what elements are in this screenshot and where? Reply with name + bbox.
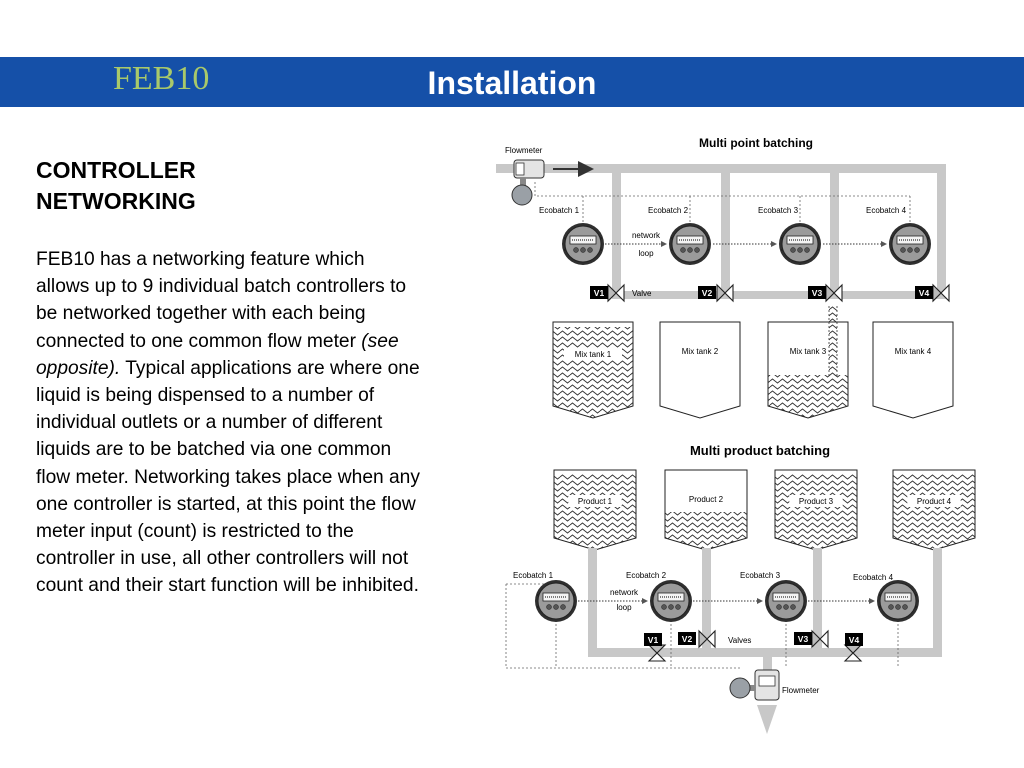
d1-valves: V1 V2 V3 V4: [590, 283, 950, 303]
header-bar: FEB10 Installation: [0, 57, 1024, 107]
d1-tank-1-label: Mix tank 1: [575, 350, 612, 359]
d2-network-text-1: network: [610, 588, 639, 597]
d1-tank-4: Mix tank 4: [872, 321, 954, 419]
d1-controller-label-4: Ecobatch 4: [866, 206, 907, 215]
d2-controller-label-3: Ecobatch 3: [740, 571, 781, 580]
d2-ecobatch-1: [535, 580, 577, 622]
body-paragraph: FEB10 has a networking feature which all…: [36, 246, 421, 600]
para-emphasis: (see opposite).: [36, 330, 399, 379]
d1-network-text-1: network: [632, 231, 661, 240]
d2-valve-tag-2-text: V2: [682, 634, 693, 644]
d2-valves: V1 V2 V3 V4: [644, 629, 863, 662]
d1-controller-label-3: Ecobatch 3: [758, 206, 799, 215]
d1-valve-tag-3-text: V3: [812, 288, 823, 298]
d2-ecobatch-3: [765, 580, 807, 622]
d1-tank-1: Mix tank 1: [552, 321, 634, 419]
d2-ecobatch-2: [650, 580, 692, 622]
para-text-1: FEB10 has a networking feature which all…: [36, 249, 407, 352]
page-title: Installation: [427, 65, 597, 101]
d2-product-4: Product 4: [892, 469, 976, 551]
d2-controller-label-4: Ecobatch 4: [853, 573, 894, 582]
d1-valve-label: Valve: [632, 289, 652, 298]
d1-valve-tag-2-text: V2: [702, 288, 713, 298]
d2-product-1-label: Product 1: [578, 497, 613, 506]
d1-flowmeter: Flowmeter: [505, 146, 594, 206]
d1-valve-tag-4: V4: [915, 286, 933, 299]
d1-valve-2: [716, 283, 734, 303]
d1-tanks: Mix tank 1 Mix tank 2 Mix tank 3 Mix tank 4: [552, 306, 954, 419]
d2-valve-tag-2: V2: [678, 632, 696, 645]
d1-valve-tag-1-text: V1: [594, 288, 605, 298]
d2-valve-tag-4: V4: [845, 633, 863, 646]
d1-controller-label-2: Ecobatch 2: [648, 206, 689, 215]
d2-network-loop: network loop: [578, 588, 875, 612]
diagram-multi-point: Multi point batching Flowmeter: [496, 136, 954, 419]
d1-network-text-2: loop: [638, 249, 654, 258]
section-heading: CONTROLLER NETWORKING: [36, 155, 396, 217]
d2-flowmeter: Flowmeter: [729, 669, 820, 734]
d1-pipes: [496, 164, 946, 299]
d1-ecobatch-1: [562, 223, 604, 265]
heading-line-2: NETWORKING: [36, 188, 196, 214]
d1-tank-2-label: Mix tank 2: [682, 347, 719, 356]
brand-logo: FEB10: [113, 60, 210, 97]
d2-network-text-2: loop: [616, 603, 632, 612]
d2-controller-label-2: Ecobatch 2: [626, 571, 667, 580]
d1-ecobatch-4: [889, 223, 931, 265]
d1-controllers: Ecobatch 1 Ecobatch 2 Ecobatch 3 Ecobatch 4: [539, 206, 931, 265]
d2-valve-tag-3: V3: [794, 632, 812, 645]
d2-controller-label-1: Ecobatch 1: [513, 571, 554, 580]
d1-tank-3-label: Mix tank 3: [790, 347, 827, 356]
heading-line-1: CONTROLLER: [36, 157, 196, 183]
d1-network-loop: network loop: [605, 231, 887, 258]
d1-wiring: [534, 182, 911, 224]
para-text-2: Typical applications are where one liqui…: [36, 357, 420, 597]
d1-ecobatch-2: [669, 223, 711, 265]
d1-tank-2: Mix tank 2: [659, 321, 741, 419]
d1-valve-tag-2: V2: [698, 286, 716, 299]
d2-product-3: Product 3: [774, 469, 858, 551]
d2-valve-tag-1-text: V1: [648, 635, 659, 645]
d1-ecobatch-3: [779, 223, 821, 265]
d2-valve-tag-1: V1: [644, 633, 662, 646]
d1-valve-3: [825, 283, 843, 303]
d2-controllers: Ecobatch 1 Ecobatch 2 Ecobatch 3 Ecobatch 4: [513, 571, 919, 622]
d2-product-3-label: Product 3: [799, 497, 834, 506]
d1-fill-stream: [828, 306, 838, 376]
d2-flowmeter-label: Flowmeter: [782, 686, 820, 695]
d2-ecobatch-4: [877, 580, 919, 622]
d1-tank-4-label: Mix tank 4: [895, 347, 932, 356]
d1-flowmeter-label: Flowmeter: [505, 146, 543, 155]
d2-product-4-label: Product 4: [917, 497, 952, 506]
d2-product-2-label: Product 2: [689, 495, 724, 504]
d2-product-tanks: Product 1 Product 2 Product 3 Product 4: [553, 469, 976, 551]
d1-controller-label-1: Ecobatch 1: [539, 206, 580, 215]
d1-valve-tag-3: V3: [808, 286, 826, 299]
d1-valve-tag-1: V1: [590, 286, 608, 299]
d2-product-1: Product 1: [553, 469, 637, 551]
diagram2-title: Multi product batching: [690, 443, 830, 458]
d2-valve-tag-3-text: V3: [798, 634, 809, 644]
d1-valve-tag-4-text: V4: [919, 288, 930, 298]
d2-valve-2: [698, 629, 716, 649]
d2-valve-tag-4-text: V4: [849, 635, 860, 645]
diagram1-title: Multi point batching: [699, 136, 813, 150]
d2-product-2: Product 2: [664, 469, 748, 551]
d2-valves-label: Valves: [728, 636, 751, 645]
